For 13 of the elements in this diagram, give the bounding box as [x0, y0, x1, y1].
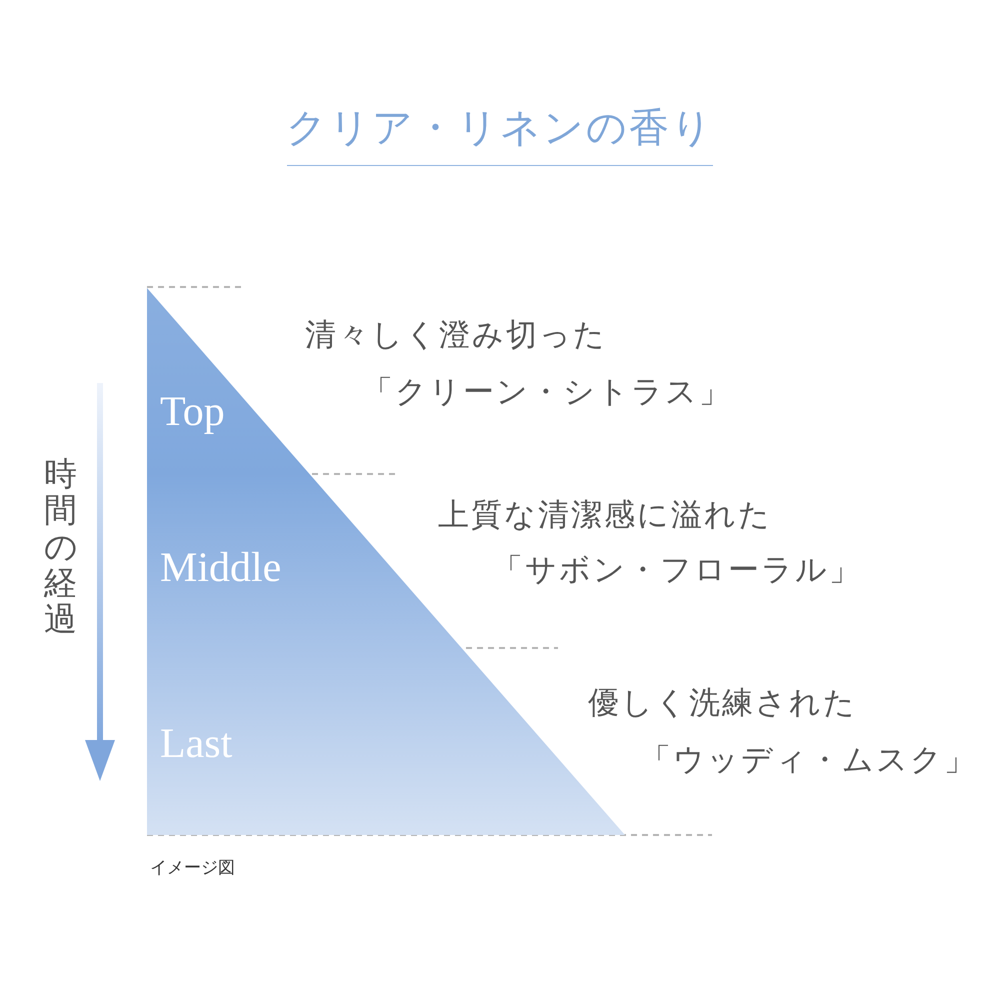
axis-label: 時間の経過: [44, 456, 77, 638]
title: クリア・リネンの香り: [285, 104, 715, 153]
note-description: 「クリーン・シトラス」: [362, 373, 732, 412]
band-label: Top: [160, 388, 225, 436]
note-description: 「ウッディ・ムスク」: [640, 741, 977, 780]
note-description: 上質な清潔感に溢れた: [438, 496, 772, 535]
pyramid-band: [147, 648, 625, 835]
note-description: 優しく洗練された: [588, 684, 857, 723]
band-label: Last: [160, 720, 232, 768]
note-description: 清々しく澄み切った: [305, 316, 607, 355]
caption-note: イメージ図: [150, 857, 235, 880]
note-description: 「サボン・フローラル」: [492, 551, 862, 590]
band-label: Middle: [160, 544, 282, 592]
